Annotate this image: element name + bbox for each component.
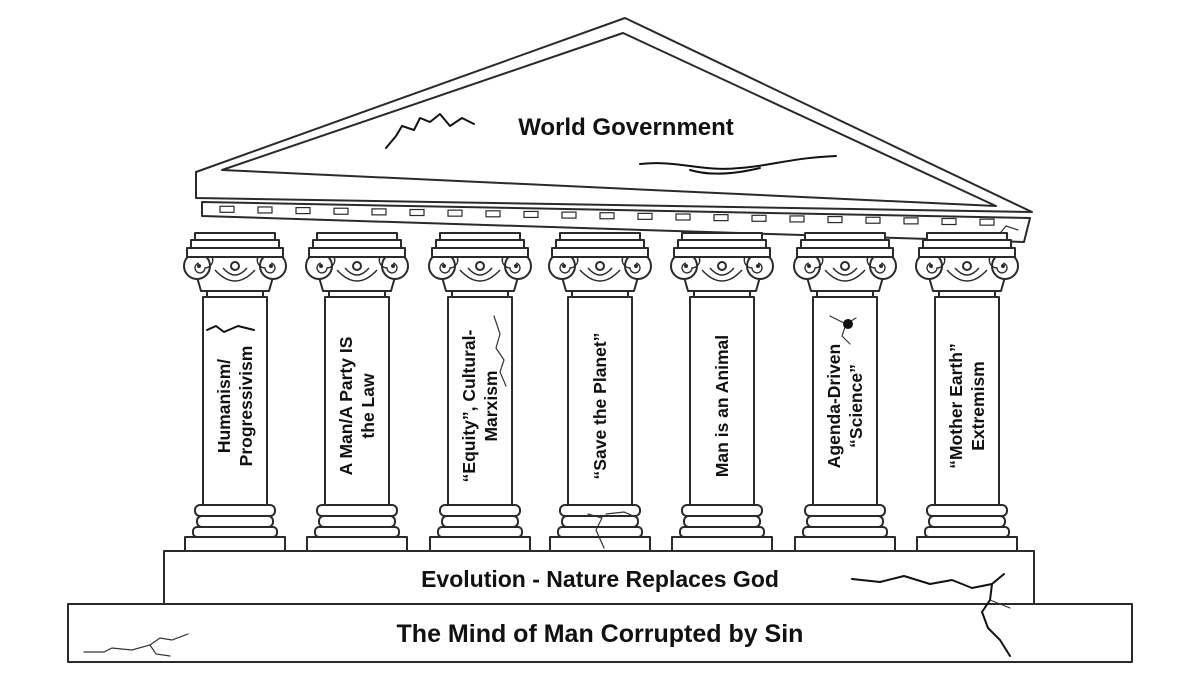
pillar-4: “Save the Planet” bbox=[548, 232, 652, 552]
pillar-7-label-line-1: “Mother Earth” bbox=[946, 343, 966, 468]
pillar-6-label-line-1: Agenda-Driven bbox=[824, 344, 844, 468]
pillar-1-label-line-1: Humanism/ bbox=[214, 359, 234, 453]
pillar-2-label-line-1: A Man/A Party IS bbox=[336, 337, 356, 476]
foundation-lower-label: The Mind of Man Corrupted by Sin bbox=[397, 620, 804, 648]
pillar-3: “Equity”, Cultural-Marxism bbox=[428, 232, 532, 552]
pillar-6: Agenda-Driven“Science” bbox=[793, 232, 897, 552]
roof-dentils bbox=[219, 205, 995, 226]
roof-title: World Government bbox=[518, 114, 734, 141]
pillar-1: Humanism/Progressivism bbox=[183, 232, 287, 552]
foundation-upper: Evolution - Nature Replaces God bbox=[163, 550, 1035, 657]
pillar-4-label-line-1: “Save the Planet” bbox=[590, 333, 610, 480]
pillar-7: “Mother Earth”Extremism bbox=[915, 232, 1019, 552]
pillar-3-label-line-2: Marxism bbox=[481, 370, 501, 441]
pillar-2-label-line-2: the Law bbox=[358, 373, 378, 439]
foundation-lower: The Mind of Man Corrupted by Sin bbox=[67, 603, 1133, 663]
pillar-5: Man is an Animal bbox=[670, 232, 774, 552]
pediment: World Government bbox=[195, 17, 1033, 243]
pillar-7-label-line-2: Extremism bbox=[968, 361, 988, 451]
pillar-1-label-line-2: Progressivism bbox=[236, 346, 256, 467]
pillar-3-label-line-1: “Equity”, Cultural- bbox=[459, 330, 479, 483]
pillar-6-label-line-2: “Science” bbox=[846, 364, 866, 448]
foundation-upper-label: Evolution - Nature Replaces God bbox=[421, 566, 779, 592]
pillar-5-label-line-1: Man is an Animal bbox=[712, 335, 732, 477]
